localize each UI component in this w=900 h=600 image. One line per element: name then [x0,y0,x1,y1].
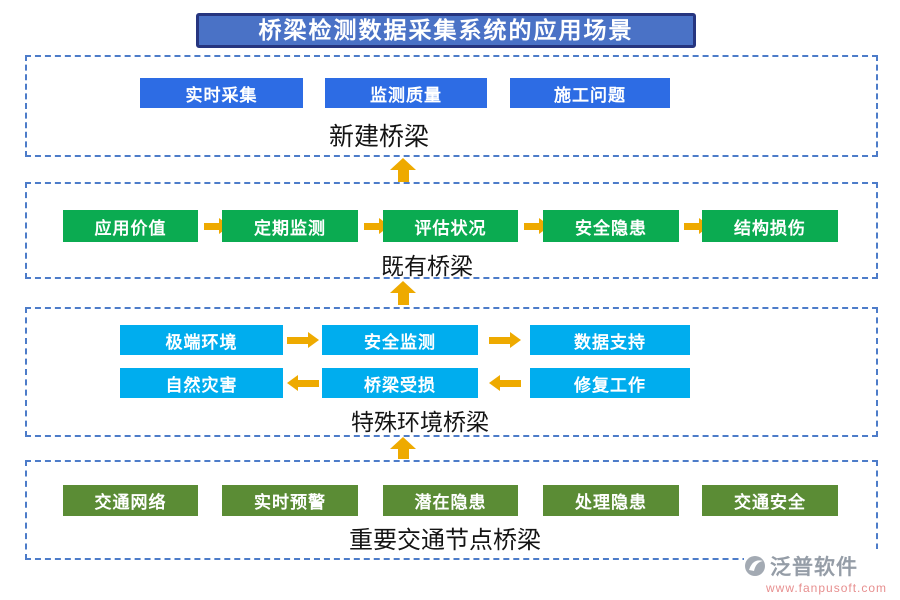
node-natural-disaster: 自然灾害 [120,368,283,398]
node-potential-hazard: 潜在隐患 [383,485,518,516]
section-key-traffic-node: 交通网络 实时预警 潜在隐患 处理隐患 交通安全 重要交通节点桥梁 [25,460,878,560]
section-existing-bridge: 应用价值 定期监测 评估状况 安全隐患 结构损伤 既有桥梁 [25,182,878,279]
up-arrow-1 [390,158,416,182]
left-arrow-icon [489,374,521,392]
section-label-special-environment: 特殊环境桥梁 [351,410,489,435]
diagram-title: 桥梁检测数据采集系统的应用场景 [196,13,696,48]
node-repair-work: 修复工作 [530,368,690,398]
node-condition-assessment: 评估状况 [383,210,518,242]
node-extreme-environment: 极端环境 [120,325,283,355]
node-monitoring-quality: 监测质量 [325,78,487,108]
section-new-bridge: 实时采集 监测质量 施工问题 新建桥梁 [25,55,878,157]
fanpu-logo-icon [744,555,766,577]
node-safety-hazard: 安全隐患 [543,210,679,242]
left-arrow-icon [287,374,319,392]
logo-brand-text: 泛普软件 [770,556,858,579]
right-arrow-icon [287,331,319,349]
up-arrow-3 [390,437,416,459]
section-label-key-traffic-node: 重要交通节点桥梁 [349,528,541,554]
fanpu-logo: 泛普软件 www.fanpusoft.com [744,549,894,595]
node-bridge-damage: 桥梁受损 [322,368,478,398]
section-special-environment: 极端环境 安全监测 数据支持 自然灾害 桥梁受损 修复工作 特殊环境桥梁 [25,307,878,437]
node-periodic-monitoring: 定期监测 [222,210,358,242]
node-realtime-collection: 实时采集 [140,78,303,108]
node-construction-issues: 施工问题 [510,78,670,108]
node-traffic-safety: 交通安全 [702,485,838,516]
node-safety-monitoring: 安全监测 [322,325,478,355]
node-traffic-network: 交通网络 [63,485,198,516]
up-arrow-2 [390,281,416,305]
node-structural-damage: 结构损伤 [702,210,838,242]
node-data-support: 数据支持 [530,325,690,355]
logo-website-text: www.fanpusoft.com [766,581,888,595]
node-application-value: 应用价值 [63,210,198,242]
section-label-new-bridge: 新建桥梁 [328,124,430,151]
node-realtime-warning: 实时预警 [222,485,358,516]
right-arrow-icon [489,331,521,349]
node-handle-hazard: 处理隐患 [543,485,679,516]
section-label-existing-bridge: 既有桥梁 [381,254,473,279]
